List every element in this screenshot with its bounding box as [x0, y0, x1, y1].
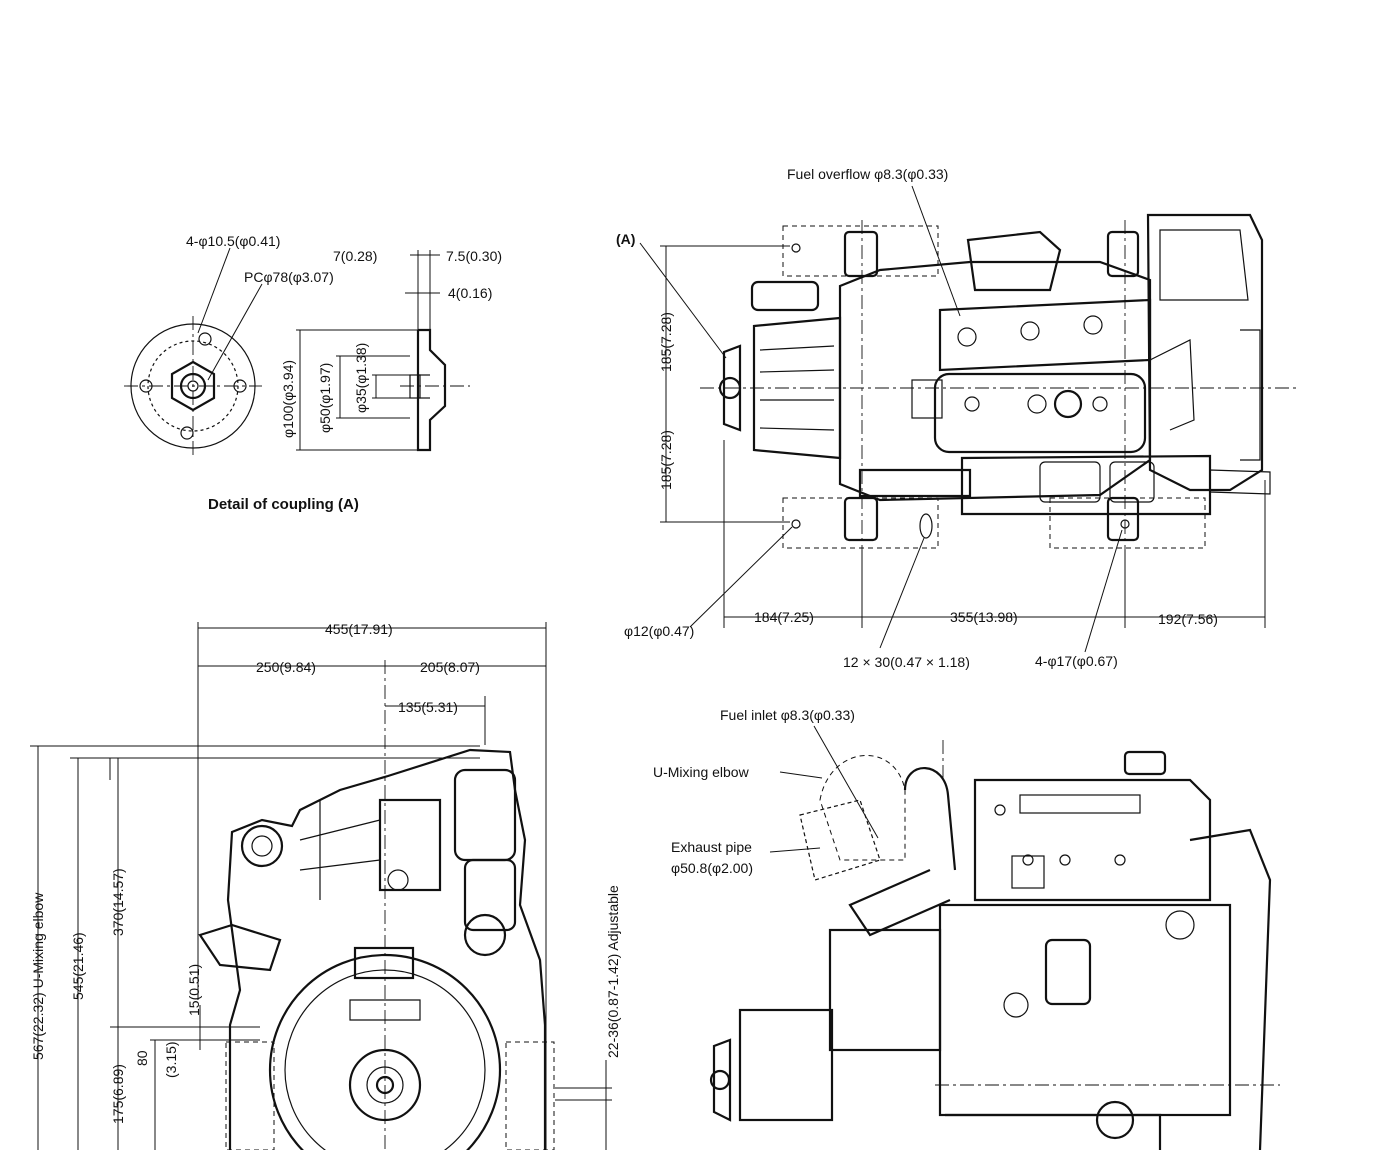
dia-100-label: φ100(φ3.94) [280, 360, 296, 438]
marker-a-label: (A) [616, 231, 635, 247]
front-view: 455(17.91) 250(9.84) 205(8.07) 135(5.31)… [30, 621, 621, 1150]
dim-80-label: 80 [134, 1050, 150, 1066]
pitch-circle-label: PCφ78(φ3.07) [244, 269, 334, 285]
front-view-dimensions [30, 622, 612, 1150]
dim-7-label: 7(0.28) [333, 248, 377, 264]
engine-front-outline [198, 660, 555, 1150]
dia-50-label: φ50(φ1.97) [317, 363, 333, 433]
fuel-overflow-label: Fuel overflow φ8.3(φ0.33) [787, 166, 948, 182]
adjustable-label: 22-36(0.87-1.42) Adjustable [605, 885, 621, 1058]
dim-135-label: 135(5.31) [398, 699, 458, 715]
exhaust-pipe-label: Exhaust pipe [671, 839, 752, 855]
dim-370-label: 370(14.57) [110, 868, 126, 936]
dim-455-label: 455(17.91) [325, 621, 393, 637]
coupling-flange-section [296, 250, 470, 452]
dim-15-label: 15(0.51) [186, 964, 202, 1016]
dim-7-5-label: 7.5(0.30) [446, 248, 502, 264]
pitch-circle-leader [207, 283, 263, 381]
dim-185-lower-label: 185(7.28) [658, 430, 674, 490]
dia-35-label: φ35(φ1.38) [353, 343, 369, 413]
dim-355-label: 355(13.98) [950, 609, 1018, 625]
dim-175-label: 175(6.89) [110, 1064, 126, 1124]
dim-545-label: 545(21.46) [70, 932, 86, 1000]
dim-184-label: 184(7.25) [754, 609, 814, 625]
dim-250-label: 250(9.84) [256, 659, 316, 675]
bolt-hole-leader [197, 247, 231, 334]
coupling-detail-title: Detail of coupling (A) [208, 496, 359, 513]
dim-567-label: 567(22.32) U-Mixing elbow [30, 892, 46, 1060]
dim-185-upper-label: 185(7.28) [658, 312, 674, 372]
engine-top-outline [700, 213, 1300, 560]
side-view-leaders [769, 725, 879, 853]
fuel-inlet-label: Fuel inlet φ8.3(φ0.33) [720, 707, 855, 723]
coupling-detail: 4-φ10.5(φ0.41) PCφ78(φ3.07) 7(0.28) 7.5(… [124, 233, 502, 513]
side-view: Fuel inlet φ8.3(φ0.33) U-Mixing elbow Ex… [653, 707, 1280, 1150]
dim-80-inch-label: (3.15) [163, 1041, 179, 1078]
u-mixing-elbow-label: U-Mixing elbow [653, 764, 750, 780]
engine-side-outline [709, 740, 1280, 1150]
dim-192-label: 192(7.56) [1158, 611, 1218, 627]
exhaust-pipe-dia-label: φ50.8(φ2.00) [671, 860, 753, 876]
bolt-holes-label: 4-φ10.5(φ0.41) [186, 233, 280, 249]
dim-205-label: 205(8.07) [420, 659, 480, 675]
top-view-dimensions [639, 185, 1266, 653]
mount-holes-label: 4-φ17(φ0.67) [1035, 653, 1118, 669]
coupling-flange-front [124, 316, 262, 456]
top-view: Fuel overflow φ8.3(φ0.33) (A) 185(7.28) … [616, 166, 1300, 670]
hole-12-label: φ12(φ0.47) [624, 623, 694, 639]
slot-label: 12 × 30(0.47 × 1.18) [843, 654, 970, 670]
dim-4-label: 4(0.16) [448, 285, 492, 301]
